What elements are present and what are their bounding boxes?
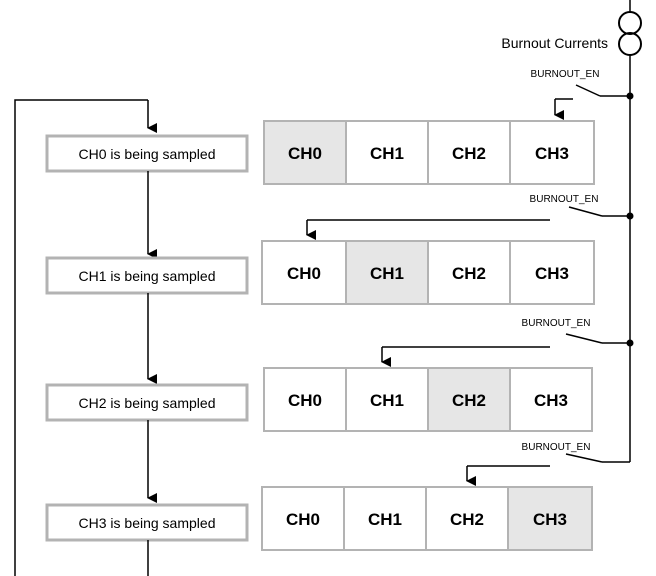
burnout-switch-1: BURNOUT_EN xyxy=(306,194,634,240)
burnout-currents-label: Burnout Currents xyxy=(501,35,608,51)
channel-label: CH0 xyxy=(287,264,321,283)
current-source-icon xyxy=(618,0,642,462)
channel-label: CH0 xyxy=(286,510,320,529)
burnout-en-label: BURNOUT_EN xyxy=(522,318,591,329)
burnout-switch-3: BURNOUT_EN xyxy=(466,442,630,486)
channel-row-1: CH0 CH1 CH2 CH3 xyxy=(261,240,595,305)
burnout-en-label: BURNOUT_EN xyxy=(531,69,600,80)
loop-return-line xyxy=(14,99,148,576)
channel-label: CH3 xyxy=(535,264,569,283)
step-label: CH3 is being sampled xyxy=(79,515,216,531)
channel-label: CH0 xyxy=(288,391,322,410)
channel-row-0: CH0 CH1 CH2 CH3 xyxy=(263,120,595,185)
step-3: CH3 is being sampled xyxy=(45,503,249,542)
channel-label: CH1 xyxy=(368,510,402,529)
step-0: CH0 is being sampled xyxy=(45,134,249,173)
channel-label: CH3 xyxy=(533,510,567,529)
channel-label: CH1 xyxy=(370,264,404,283)
step-2: CH2 is being sampled xyxy=(45,383,249,422)
burnout-switch-0: BURNOUT_EN xyxy=(531,69,634,120)
channel-row-2: CH0 CH1 CH2 CH3 xyxy=(263,367,593,432)
burnout-en-label: BURNOUT_EN xyxy=(522,442,591,453)
channel-row-3: CH0 CH1 CH2 CH3 xyxy=(261,486,593,551)
step-1: CH1 is being sampled xyxy=(45,256,249,295)
channel-label: CH3 xyxy=(534,391,568,410)
step-label: CH0 is being sampled xyxy=(79,146,216,162)
channel-label: CH2 xyxy=(452,144,486,163)
channel-label: CH1 xyxy=(370,144,404,163)
channel-label: CH1 xyxy=(370,391,404,410)
channel-label: CH2 xyxy=(452,391,486,410)
burnout-switch-2: BURNOUT_EN xyxy=(381,318,634,367)
step-label: CH2 is being sampled xyxy=(79,395,216,411)
channel-label: CH2 xyxy=(452,264,486,283)
burnout-en-label: BURNOUT_EN xyxy=(530,194,599,205)
channel-label: CH2 xyxy=(450,510,484,529)
step-label: CH1 is being sampled xyxy=(79,268,216,284)
channel-label: CH0 xyxy=(288,144,322,163)
channel-label: CH3 xyxy=(535,144,569,163)
